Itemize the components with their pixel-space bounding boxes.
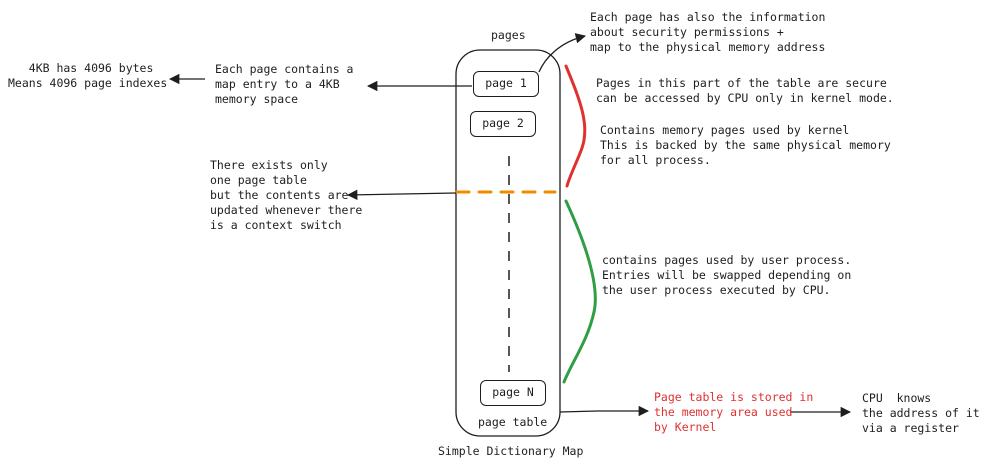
cpu-register-note: CPU knows the address of it via a regist…	[862, 391, 980, 435]
page-2-box: page 2	[470, 111, 536, 137]
arrow-split-to-table-note	[346, 189, 457, 201]
kernel-secure-note: Pages in this part of the table are secu…	[596, 76, 894, 105]
arrow-table-to-kernel-note	[559, 405, 650, 417]
kernel-brace	[564, 64, 587, 188]
diagram-caption: Simple Dictionary Map	[438, 444, 584, 458]
stored-in-kernel-note: Page table is stored in the memory area …	[654, 390, 814, 434]
map-entry-note: Each page contains a map entry to a 4KB …	[215, 62, 354, 106]
user-brace	[562, 199, 597, 384]
security-note: Each page has also the information about…	[590, 10, 826, 54]
pages-heading: pages	[491, 28, 526, 42]
single-table-note: There exists only one page table but the…	[210, 158, 363, 232]
bytes-note: 4KB has 4096 bytes Means 4096 page index…	[8, 61, 168, 90]
kernel-pages-note: Contains memory pages used by kernel Thi…	[600, 123, 891, 167]
page-table-container	[455, 49, 561, 437]
arrow-page1-to-security-note	[538, 33, 587, 73]
page-1-box: page 1	[473, 71, 539, 97]
user-pages-note: contains pages used by user process. Ent…	[602, 253, 852, 297]
page-n-box: page N	[480, 380, 546, 406]
page-table-label: page table	[478, 415, 548, 429]
